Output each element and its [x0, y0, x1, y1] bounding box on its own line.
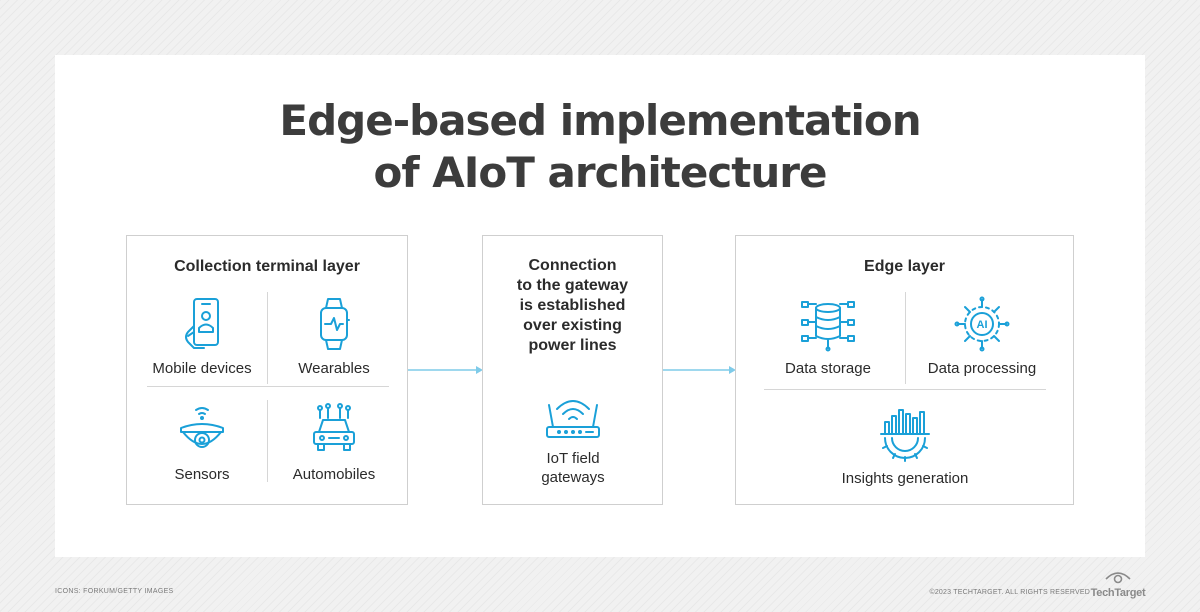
diagram-title: Edge-based implementation of AIoT archit… [55, 95, 1145, 199]
connection-line: Connection [528, 257, 617, 274]
divider [905, 292, 906, 384]
divider [267, 292, 268, 384]
wearables-label: Wearables [298, 360, 370, 377]
collection-terminal-title: Collection terminal layer [174, 258, 360, 275]
iot-gateways-line: gateways [541, 469, 605, 486]
connected-car-icon [313, 403, 355, 451]
database-icon [801, 301, 855, 352]
icon-credit: ICONS: FORKUM/GETTY IMAGES [55, 588, 174, 595]
connection-line: over existing [523, 317, 622, 334]
smartwatch-icon [320, 298, 350, 350]
arrow-to-gateway [408, 366, 483, 374]
divider [147, 386, 389, 387]
collection-terminal-box: Collection terminal layer Mobile devices… [126, 235, 408, 505]
iot-gateways-line: IoT field [546, 450, 600, 467]
insights-generation-label: Insights generation [841, 470, 969, 487]
mobile-devices-label: Mobile devices [152, 360, 252, 377]
sensors-item: Sensors [132, 402, 272, 483]
eye-logo-icon [1105, 572, 1131, 584]
divider [764, 389, 1046, 390]
data-storage-item: Data storage [758, 296, 898, 377]
arrow-to-edge [663, 366, 736, 374]
copyright-notice: ©2023 TECHTARGET. ALL RIGHTS RESERVED [929, 589, 1090, 596]
data-storage-label: Data storage [785, 360, 871, 377]
gear-chart-icon [880, 409, 930, 462]
camera-sensor-icon [180, 407, 224, 448]
connection-box: Connection to the gateway is established… [482, 235, 663, 505]
data-processing-label: Data processing [927, 360, 1037, 377]
data-processing-item: AI Data processing [912, 296, 1052, 377]
title-line-1: Edge-based implementation [279, 96, 921, 145]
sensors-label: Sensors [174, 466, 230, 483]
insights-generation-item: Insights generation [835, 406, 975, 487]
smartphone-hand-icon [185, 298, 219, 349]
svg-text:AI: AI [977, 319, 988, 331]
techtarget-logo: TechTarget [1090, 570, 1146, 599]
connection-line: is established [519, 297, 626, 314]
edge-layer-title: Edge layer [864, 258, 945, 275]
brand-name: TechTarget [1090, 587, 1146, 599]
wearables-item: Wearables [264, 296, 404, 377]
connection-line: to the gateway [516, 277, 629, 294]
connection-description: Connection to the gateway is established… [483, 256, 662, 356]
automobiles-label: Automobiles [292, 466, 376, 483]
title-line-2: of AIoT architecture [373, 148, 828, 197]
mobile-devices-item: Mobile devices [132, 296, 272, 377]
divider [267, 400, 268, 482]
edge-layer-box: Edge layer Data storage AI [735, 235, 1074, 505]
ai-chip-icon: AI [954, 296, 1010, 352]
iot-gateways-item: IoT field gateways [503, 391, 643, 487]
automobiles-item: Automobiles [264, 402, 404, 483]
iot-gateways-label: IoT field gateways [503, 449, 643, 487]
wifi-router-icon [546, 400, 600, 438]
connection-line: power lines [528, 337, 617, 354]
